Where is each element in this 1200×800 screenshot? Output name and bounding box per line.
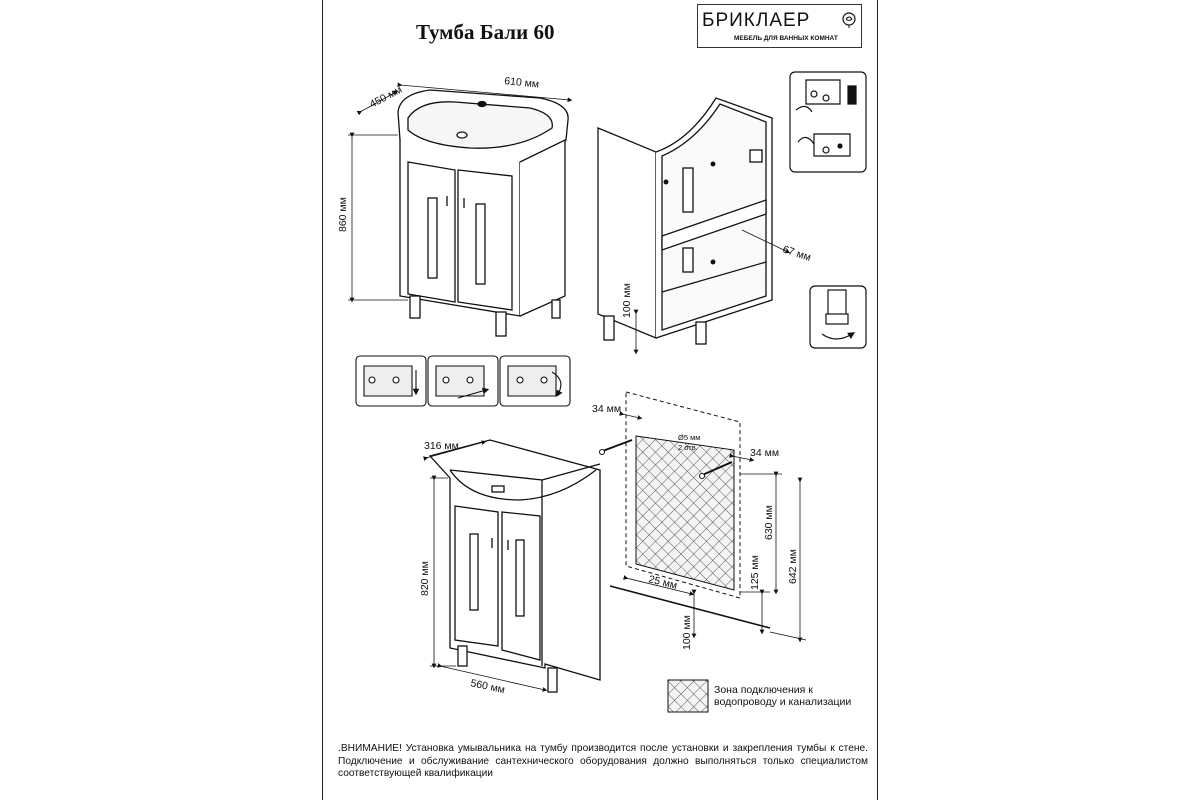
cabinet-frame-dimensions — [633, 229, 791, 355]
hinge-adjust-panels — [355, 355, 571, 407]
dim-leg-100: 100 мм — [621, 283, 633, 318]
dim-height-820: 820 мм — [419, 561, 431, 596]
brand-logo: БРИКЛАЕР МЕБЕЛЬ ДЛЯ ВАННЫХ КОМНАТ — [697, 4, 862, 48]
rose-icon — [842, 12, 856, 28]
wall-connection-dimensions — [619, 411, 807, 643]
cabinet-frame-view — [597, 97, 773, 345]
dim-width-610: 610 мм — [504, 75, 540, 91]
legend-hatch-swatch — [667, 679, 709, 713]
dim-offset-34-left: 34 мм — [592, 403, 621, 415]
dim-offset-25: 25 мм — [647, 573, 678, 592]
warning-note: .ВНИМАНИЕ! Установка умывальника на тумб… — [338, 743, 868, 779]
cabinet-front-view — [428, 439, 601, 693]
instruction-sheet — [322, 0, 878, 800]
cabinet-front-dimensions — [423, 440, 548, 692]
detail-panel-fixing — [789, 71, 867, 173]
dim-inner-67: 67 мм — [781, 243, 812, 263]
dim-depth-316: 316 мм — [424, 440, 459, 452]
dim-hole-diameter: Ø5 мм — [678, 433, 700, 442]
dim-floor-100: 100 мм — [681, 615, 693, 650]
dim-total-642: 642 мм — [787, 549, 799, 584]
page-title: Тумба Бали 60 — [416, 20, 555, 44]
detail-panel-leg-adjust — [809, 285, 867, 349]
brand-tagline: МЕБЕЛЬ ДЛЯ ВАННЫХ КОМНАТ — [734, 35, 838, 42]
brand-name: БРИКЛАЕР — [702, 10, 811, 31]
wall-connection-zone — [599, 391, 771, 629]
legend-label: Зона подключения к водопроводу и канализ… — [714, 684, 852, 708]
cabinet-assembled-dimensions — [348, 82, 573, 303]
dim-hole-count: 2 отв. — [678, 443, 698, 452]
dim-zone-630: 630 мм — [763, 505, 775, 540]
dim-height-860: 860 мм — [337, 197, 349, 232]
dim-offset-34-right: 34 мм — [750, 447, 779, 459]
dim-zone-125: 125 мм — [749, 555, 761, 590]
cabinet-assembled-view — [397, 89, 569, 337]
